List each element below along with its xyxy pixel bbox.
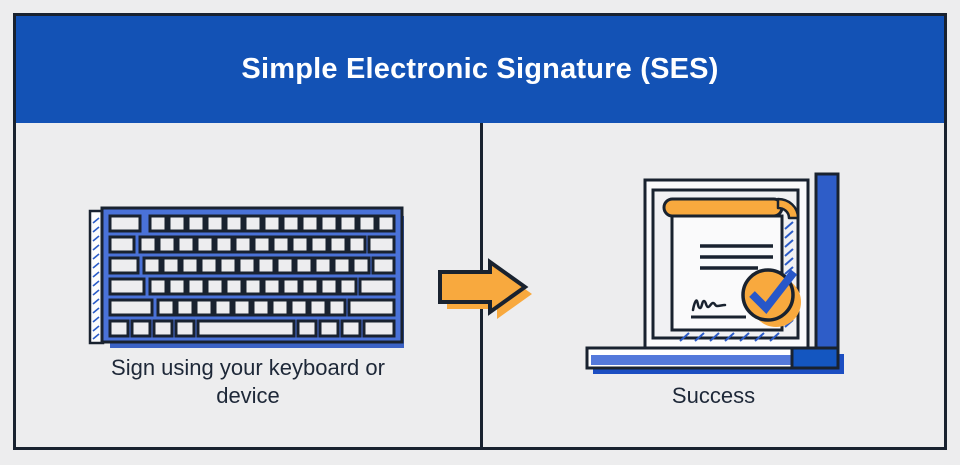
keyboard-row-3 [108, 256, 396, 275]
arrow-body [438, 258, 529, 316]
arrow-right-icon [438, 258, 532, 319]
keyboard-illustration [88, 206, 404, 348]
header-band: Simple Electronic Signature (SES) [16, 16, 944, 123]
laptop-side-depth [814, 172, 840, 354]
keyboard-row-1 [108, 214, 396, 233]
signature-squiggle [691, 299, 746, 319]
keyboard-row-6 [108, 319, 396, 338]
keyboard-row-2 [108, 235, 396, 254]
checkmark-icon [749, 269, 798, 315]
spacebar-key [196, 319, 296, 338]
keyboard-row-5 [108, 298, 396, 317]
signed-document-illustration [585, 172, 844, 374]
keyboard-keys [108, 214, 396, 338]
keyboard-binding-hatches [92, 217, 100, 340]
document-text-lines [700, 244, 773, 270]
right-caption-text: Success [671, 383, 756, 408]
check-badge [741, 268, 795, 322]
diagram-title: Simple Electronic Signature (SES) [241, 53, 719, 85]
laptop-base-trim [591, 355, 834, 365]
laptop-base-right-segment [790, 346, 840, 370]
keyboard-row-4 [108, 277, 396, 296]
paper-bottom-hatches [679, 332, 780, 342]
right-caption: Success [483, 382, 944, 410]
diagram-frame: Simple Electronic Signature (SES) [13, 13, 947, 450]
left-caption-text: Sign using your keyboard or device [111, 355, 385, 408]
document-scroll-top [662, 197, 784, 218]
document-scroll-curl [776, 197, 800, 220]
left-caption: Sign using your keyboard or device [16, 354, 480, 410]
